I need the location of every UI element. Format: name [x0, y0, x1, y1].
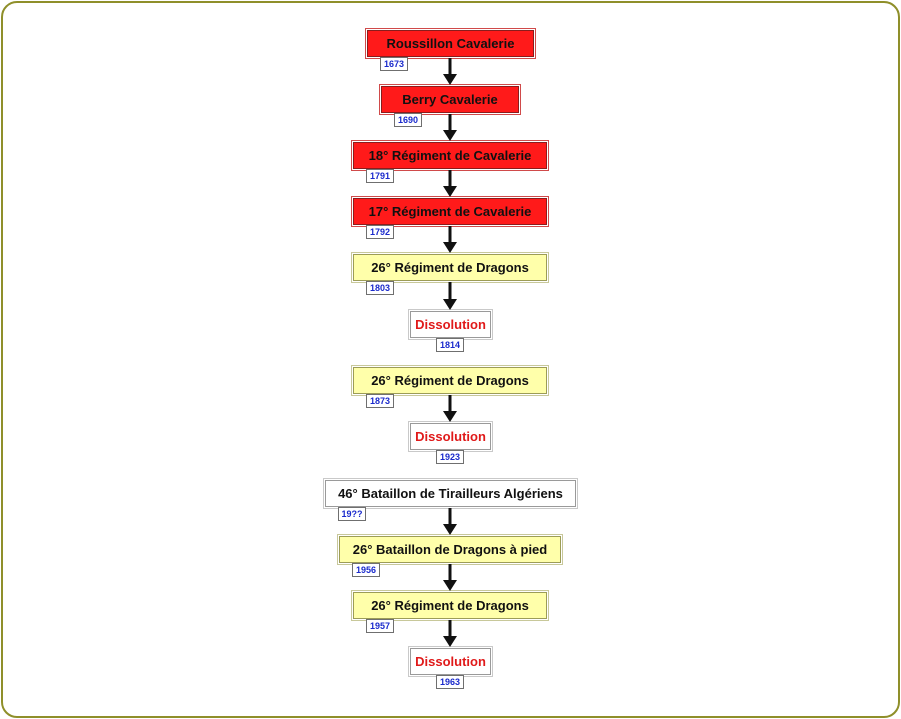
regiment-box: 26° Bataillon de Dragons à pied — [337, 534, 563, 565]
regiment-box: 18° Régiment de Cavalerie — [351, 140, 549, 171]
regiment-box: 26° Régiment de Dragons — [351, 365, 549, 396]
arrow-connector — [443, 282, 457, 310]
regiment-box: 26° Régiment de Dragons — [351, 590, 549, 621]
year-label: 1673 — [380, 57, 408, 71]
year-label: 1873 — [366, 394, 394, 408]
dissolution-box: Dissolution — [408, 421, 493, 452]
arrow-connector — [443, 170, 457, 197]
arrow-connector — [443, 620, 457, 647]
year-label: 1791 — [366, 169, 394, 183]
year-label: 19?? — [338, 507, 366, 521]
regiment-box: Roussillon Cavalerie — [365, 28, 536, 59]
arrow-connector — [443, 395, 457, 422]
arrow-connector — [443, 114, 457, 141]
year-label: 1792 — [366, 225, 394, 239]
arrow-connector — [443, 564, 457, 591]
arrow-connector — [443, 58, 457, 85]
regiment-box: 46° Bataillon de Tirailleurs Algériens — [323, 478, 578, 509]
arrow-connector — [443, 508, 457, 535]
year-label: 1957 — [366, 619, 394, 633]
year-label: 1963 — [436, 675, 464, 689]
dissolution-box: Dissolution — [408, 646, 493, 677]
arrow-connector — [443, 226, 457, 253]
regiment-box: 26° Régiment de Dragons — [351, 252, 549, 283]
year-label: 1803 — [366, 281, 394, 295]
regiment-box: Berry Cavalerie — [379, 84, 521, 115]
year-label: 1814 — [436, 338, 464, 352]
year-label: 1690 — [394, 113, 422, 127]
regiment-box: 17° Régiment de Cavalerie — [351, 196, 549, 227]
dissolution-box: Dissolution — [408, 309, 493, 340]
year-label: 1956 — [352, 563, 380, 577]
year-label: 1923 — [436, 450, 464, 464]
